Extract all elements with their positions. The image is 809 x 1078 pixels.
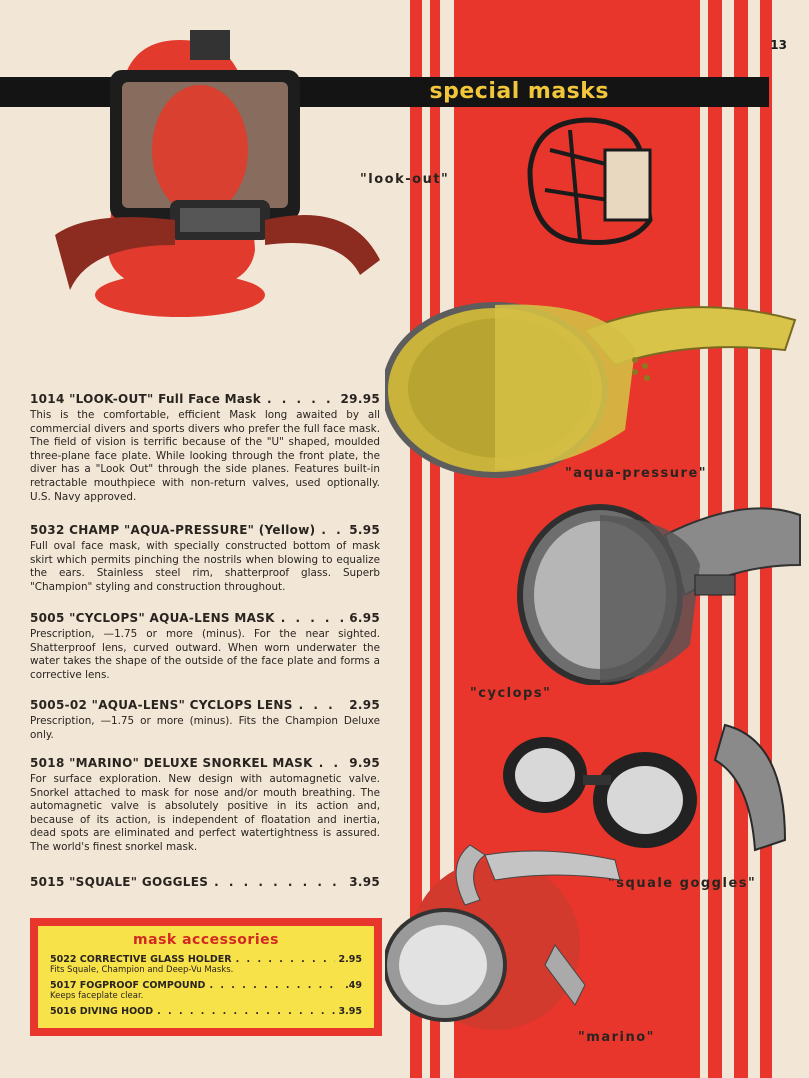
look-out-frame-illustration <box>527 117 653 245</box>
accessory-description: Keeps faceplate clear. <box>50 991 144 1001</box>
item-heading: 5032 CHAMP "AQUA-PRESSURE" (Yellow) . . … <box>30 523 380 537</box>
caption-look-out: "look-out" <box>360 172 450 187</box>
item-5015: 5015 "SQUALE" GOGGLES . . . . . . . . . … <box>30 875 380 889</box>
item-5005: 5005 "CYCLOPS" AQUA-LENS MASK . . . . . … <box>30 611 380 682</box>
item-description: For surface exploration. New design with… <box>30 773 380 853</box>
item-5032: 5032 CHAMP "AQUA-PRESSURE" (Yellow) . . … <box>30 523 380 594</box>
caption-marino: "marino" <box>578 1030 655 1045</box>
item-name: "SQUALE" GOGGLES <box>69 875 209 889</box>
item-code: 5005-02 <box>30 698 88 712</box>
item-heading: 1014 "LOOK-OUT" Full Face Mask . . . . .… <box>30 392 380 406</box>
accessory-code: 5022 <box>50 954 77 965</box>
item-description: Prescription, —1.75 or more (minus). For… <box>30 628 380 681</box>
item-code: 5015 <box>30 875 65 889</box>
item-5005-02: 5005-02 "AQUA-LENS" CYCLOPS LENS . . . .… <box>30 698 380 742</box>
page-number: 13 <box>770 38 787 52</box>
accessory-name: CORRECTIVE GLASS HOLDER <box>79 954 232 965</box>
marino-mask-illustration <box>385 844 621 1030</box>
item-name: "MARINO" DELUXE SNORKEL MASK <box>69 756 313 770</box>
item-code: 5018 <box>30 756 65 770</box>
item-code: 5005 <box>30 611 65 625</box>
item-5018: 5018 "MARINO" DELUXE SNORKEL MASK . . . … <box>30 756 380 855</box>
squale-goggles-illustration <box>503 723 787 852</box>
caption-aqua-pressure: "aqua-pressure" <box>565 466 708 481</box>
accessories-title: mask accessories <box>133 932 279 948</box>
item-price: 2.95 <box>349 698 380 712</box>
accessory-code: 5016 <box>50 1006 77 1017</box>
item-description: Prescription, —1.75 or more (minus). Fit… <box>30 715 380 741</box>
accessory-code: 5017 <box>50 980 77 991</box>
accessory-description: Fits Squale, Champion and Deep-Vu Masks. <box>50 965 234 975</box>
item-name: CHAMP "AQUA-PRESSURE" (Yellow) <box>69 523 316 537</box>
item-description: Full oval face mask, with specially cons… <box>30 540 380 593</box>
item-name: "CYCLOPS" AQUA-LENS MASK <box>69 611 275 625</box>
item-heading: 5018 "MARINO" DELUXE SNORKEL MASK . . . … <box>30 756 380 770</box>
item-price: 3.95 <box>349 875 380 889</box>
item-price: 6.95 <box>349 611 380 625</box>
item-heading: 5005-02 "AQUA-LENS" CYCLOPS LENS . . . .… <box>30 698 380 712</box>
item-price: 29.95 <box>340 392 380 406</box>
mask-accessories-box: mask accessories 5022 CORRECTIVE GLASS H… <box>30 918 382 1036</box>
accessory-name: FOGPROOF COMPOUND <box>79 980 206 991</box>
item-heading: 5005 "CYCLOPS" AQUA-LENS MASK . . . . . … <box>30 611 380 625</box>
accessory-price: 3.95 <box>338 1006 362 1017</box>
item-name: "AQUA-LENS" CYCLOPS LENS <box>91 698 293 712</box>
caption-squale: "squale goggles" <box>608 876 757 891</box>
accessory-name: DIVING HOOD <box>79 1006 154 1017</box>
accessory-item: 5017 FOGPROOF COMPOUND . . . . . . . . .… <box>50 980 362 1001</box>
item-description: This is the comfortable, efficient Mask … <box>30 409 380 503</box>
item-heading: 5015 "SQUALE" GOGGLES . . . . . . . . . … <box>30 875 380 889</box>
accessory-item: 5022 CORRECTIVE GLASS HOLDER . . . . . .… <box>50 954 362 975</box>
look-out-mask-illustration <box>55 30 380 317</box>
item-1014: 1014 "LOOK-OUT" Full Face Mask . . . . .… <box>30 392 380 504</box>
item-code: 5032 <box>30 523 65 537</box>
header-title: special masks <box>429 79 609 104</box>
caption-cyclops: "cyclops" <box>470 686 552 701</box>
item-code: 1014 <box>30 392 65 406</box>
accessory-price: 2.95 <box>338 954 362 965</box>
aqua-pressure-mask-illustration <box>385 302 797 478</box>
accessory-item: 5016 DIVING HOOD . . . . . . . . . . . .… <box>50 1006 362 1017</box>
item-price: 9.95 <box>349 756 380 770</box>
accessory-price: .49 <box>345 980 362 991</box>
item-name: "LOOK-OUT" Full Face Mask <box>69 392 261 406</box>
item-price: 5.95 <box>349 523 380 537</box>
cyclops-mask-illustration <box>517 504 801 685</box>
